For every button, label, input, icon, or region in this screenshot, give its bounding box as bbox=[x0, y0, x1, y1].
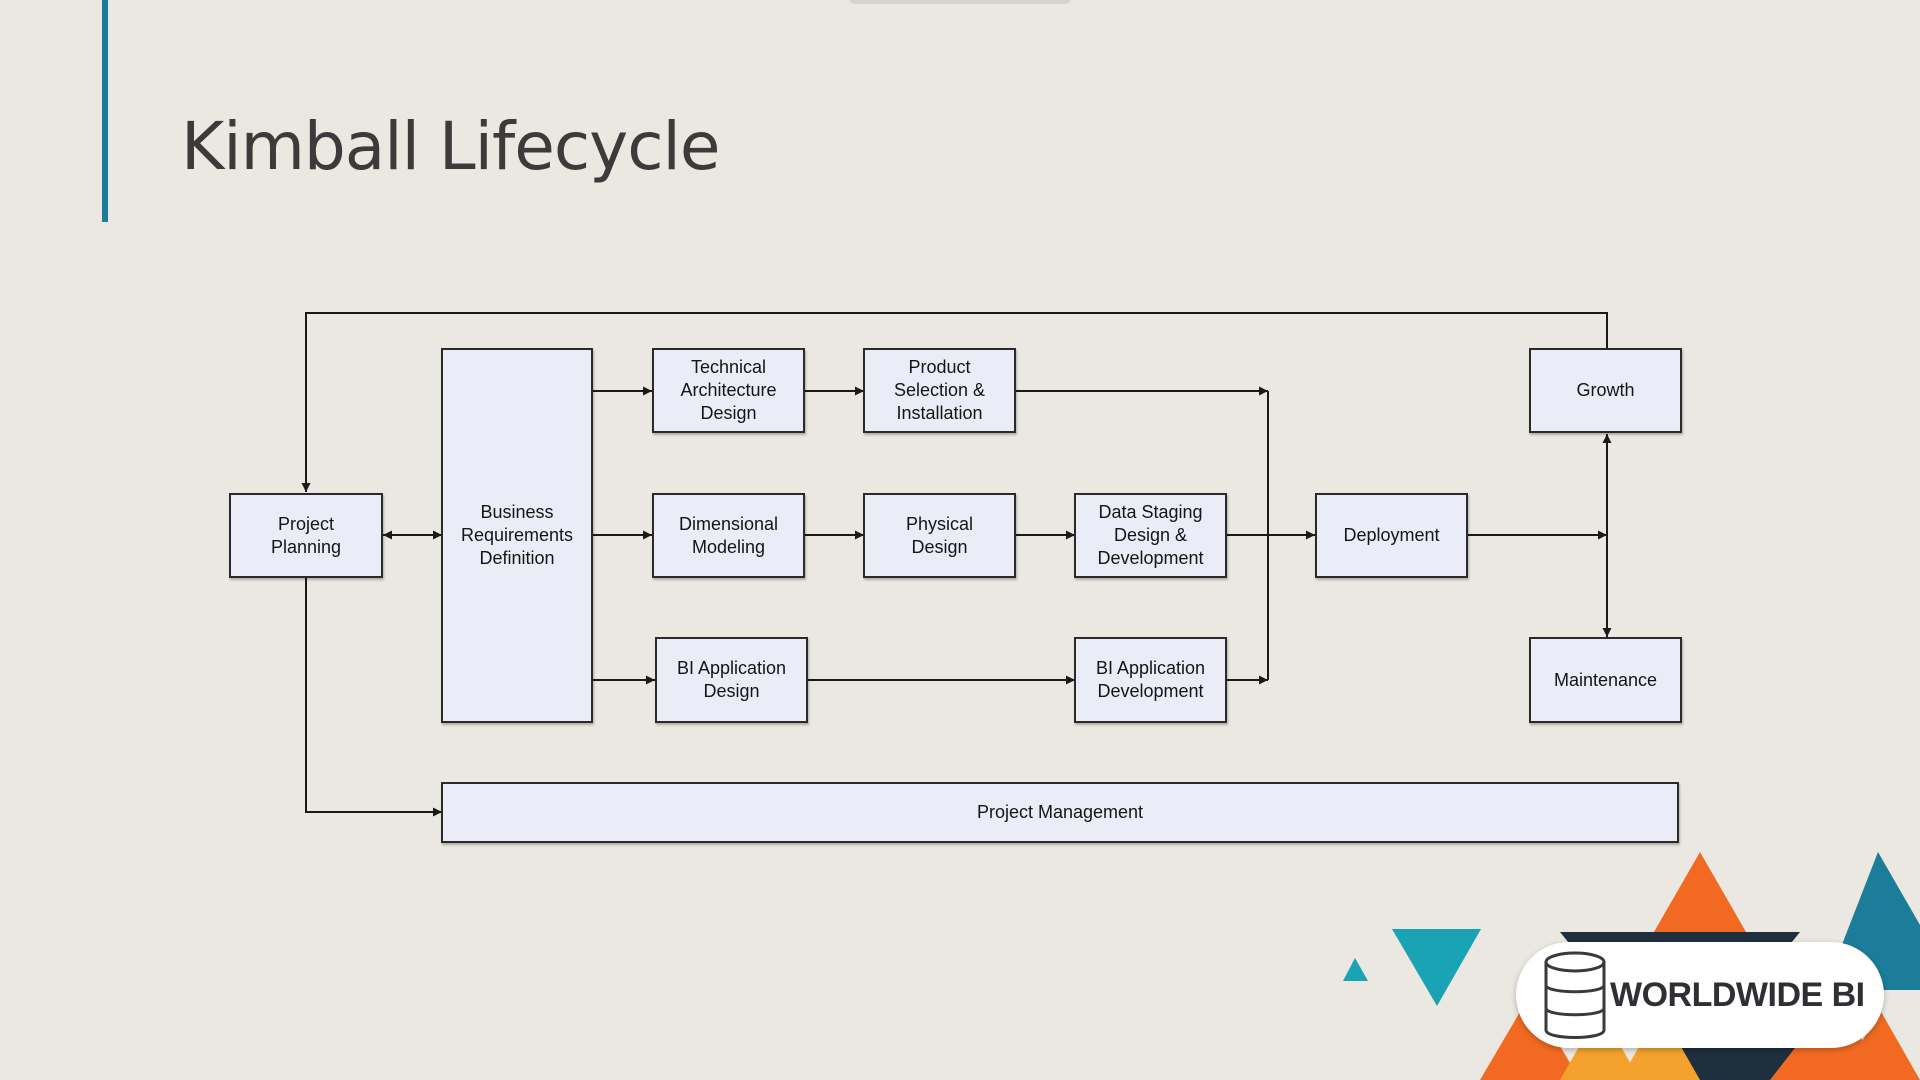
node-bi-application-design: BI Application Design bbox=[655, 637, 808, 723]
node-project-planning: Project Planning bbox=[229, 493, 383, 578]
node-project-management: Project Management bbox=[441, 782, 1679, 843]
connector-planning-management bbox=[305, 578, 442, 817]
node-bi-application-development: BI Application Development bbox=[1074, 637, 1227, 723]
node-technical-architecture: Technical Architecture Design bbox=[652, 348, 805, 433]
node-product-selection: Product Selection & Installation bbox=[863, 348, 1016, 433]
accent-bar bbox=[102, 0, 108, 222]
top-tab-decoration bbox=[850, 0, 1070, 4]
database-icon bbox=[1544, 951, 1606, 1039]
logo-text: WORLDWIDE BI bbox=[1610, 976, 1865, 1014]
slide-title: Kimball Lifecycle bbox=[181, 108, 720, 185]
node-physical-design: Physical Design bbox=[863, 493, 1016, 578]
node-data-staging: Data Staging Design & Development bbox=[1074, 493, 1227, 578]
node-growth: Growth bbox=[1529, 348, 1682, 433]
node-deployment: Deployment bbox=[1315, 493, 1468, 578]
node-maintenance: Maintenance bbox=[1529, 637, 1682, 723]
node-dimensional-modeling: Dimensional Modeling bbox=[652, 493, 805, 578]
node-business-requirements: Business Requirements Definition bbox=[441, 348, 593, 723]
connector-growth-to-planning bbox=[301, 312, 1608, 492]
